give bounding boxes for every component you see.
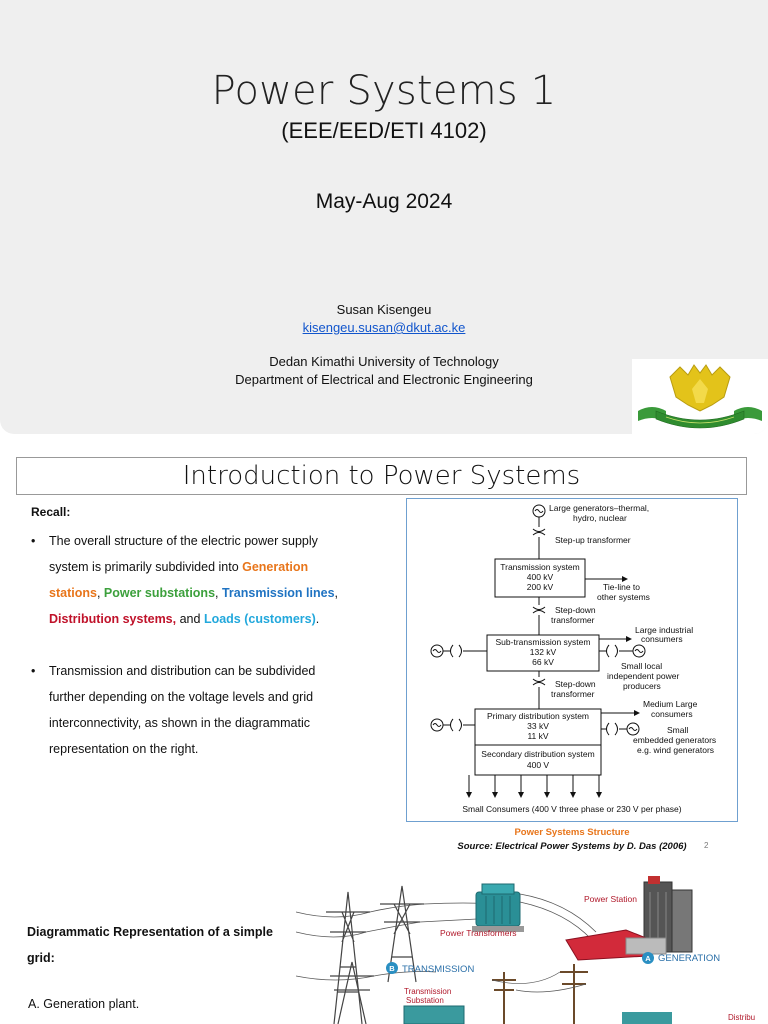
- course-term: May-Aug 2024: [315, 190, 453, 213]
- bullet-list: The overall structure of the electric po…: [31, 528, 351, 788]
- emb-3: e.g. wind generators: [637, 745, 714, 755]
- transformer-icon: [532, 528, 546, 536]
- bullet-text-prefix: The overall structure of the electric po…: [49, 534, 318, 574]
- transmission-badge-icon: [386, 962, 398, 974]
- distribution-substation-icon: [622, 1012, 672, 1024]
- transformer-icon: [532, 678, 546, 686]
- distribution-label: Distribu: [728, 1013, 755, 1022]
- stepdown2-label-1: Step-down: [555, 679, 596, 689]
- generation-badge: A: [645, 954, 651, 963]
- term-substations: Power substations: [103, 586, 216, 600]
- university-logo: [632, 359, 768, 434]
- power-station-label: Power Station: [584, 894, 637, 904]
- transmission-tower-icon: [326, 891, 370, 1024]
- ipp-3: producers: [623, 681, 661, 691]
- recall-label: Recall:: [31, 505, 71, 519]
- small-consumers: Small Consumers (400 V three phase or 23…: [462, 804, 681, 814]
- emb-2: embedded generators: [633, 735, 716, 745]
- separator: ,: [215, 586, 222, 600]
- title-slide: Power Systems 1 (EEE/EED/ETI 4102) May-A…: [0, 0, 768, 434]
- transformer-icon: [606, 722, 618, 736]
- generation-badge-icon: [642, 952, 654, 964]
- power-transformers-label: Power Transformers: [440, 928, 517, 938]
- separator: and: [176, 612, 204, 626]
- department-name: Department of Electrical and Electronic …: [235, 372, 533, 387]
- transmission-tower-icon: [330, 961, 374, 1024]
- transformer-icon: [450, 644, 462, 658]
- tie-label-2: other systems: [597, 592, 650, 602]
- transformer-icon: [606, 644, 618, 658]
- university-name: Dedan Kimathi University of Technology: [269, 354, 499, 369]
- diagram-source: Source: Electrical Power Systems by D. D…: [457, 841, 687, 852]
- ipp-2: independent power: [607, 671, 679, 681]
- med-2: consumers: [651, 709, 693, 719]
- utility-pole-icon: [492, 964, 588, 1024]
- sub-v2: 66 kV: [532, 657, 554, 667]
- sec-title: Secondary distribution system: [481, 749, 594, 759]
- grid-slide: Diagrammatic Representation of a simple …: [0, 872, 768, 1024]
- intro-title: Introduction to Power Systems: [16, 457, 747, 495]
- transformer-icon: [532, 606, 546, 614]
- term-generation: Generation stations: [49, 560, 309, 600]
- slide-title: Power Systems 1: [211, 68, 557, 114]
- power-station-icon: [565, 876, 693, 961]
- separator: ,: [96, 586, 104, 600]
- ipp-1: Small local: [621, 661, 662, 671]
- stepdown2-label-2: transformer: [551, 689, 595, 699]
- page-number: 2: [704, 841, 709, 850]
- power-transformer-icon: [475, 891, 521, 927]
- bullet-structure: The overall structure of the electric po…: [31, 528, 351, 632]
- trans-sub-label-2: Substation: [406, 996, 444, 1005]
- tie-label-1: Tie-line to: [603, 582, 640, 592]
- generator-icon: [626, 722, 640, 736]
- bullet-subdivision: Transmission and distribution can be sub…: [31, 658, 351, 762]
- transmission-label: TRANSMISSION: [402, 964, 474, 975]
- course-code: (EEE/EED/ETI 4102): [281, 118, 487, 143]
- sec-v: 400 V: [527, 760, 550, 770]
- large-ind-1: Large industrial: [635, 625, 693, 635]
- transmission-tower-icon: [380, 885, 424, 983]
- transformer-icon: [450, 718, 462, 732]
- sub-title: Sub-transmission system: [496, 637, 591, 647]
- stepdown1-label-1: Step-down: [555, 605, 596, 615]
- gen-label-1: Large generators–thermal,: [549, 503, 649, 513]
- separator: ,: [334, 586, 339, 600]
- author-email-link[interactable]: kisengeu.susan@dkut.ac.ke: [302, 320, 466, 335]
- diagram-caption: Power Systems Structure: [514, 827, 630, 838]
- intro-slide: Introduction to Power Systems Recall: Th…: [0, 450, 768, 870]
- gen-label-2: hydro, nuclear: [573, 513, 627, 523]
- substation-icon: [403, 1005, 465, 1024]
- term-transmission: Transmission lines: [221, 586, 335, 600]
- generation-label: GENERATION: [658, 953, 720, 964]
- generator-icon: [632, 644, 646, 658]
- large-ind-2: consumers: [641, 634, 683, 644]
- pri-title: Primary distribution system: [487, 711, 589, 721]
- trans-sub-label-1: Transmission: [404, 987, 451, 996]
- stepup-label: Step-up transformer: [555, 535, 631, 545]
- grid-item-a: A. Generation plant.: [28, 997, 140, 1011]
- term-distribution: Distribution systems,: [49, 612, 177, 626]
- med-1: Medium Large: [643, 699, 698, 709]
- transmission-badge: B: [389, 964, 395, 973]
- bullet-text-suffix: .: [315, 612, 320, 626]
- tx-v1: 400 kV: [527, 572, 554, 582]
- power-structure-diagram: Large generators–thermal, hydro, nuclear…: [406, 498, 738, 822]
- sub-v1: 132 kV: [530, 647, 557, 657]
- grid-heading: Diagrammatic Representation of a simple …: [27, 925, 273, 965]
- author-name: Susan Kisengeu: [336, 302, 432, 317]
- tx-title: Transmission system: [500, 562, 580, 572]
- pri-v1: 33 kV: [527, 721, 549, 731]
- term-loads: Loads (customers): [203, 612, 316, 626]
- grid-illustration: Power Transformers Power Station A GENER…: [295, 872, 768, 1024]
- stepdown1-label-2: transformer: [551, 615, 595, 625]
- pri-v2: 11 kV: [527, 731, 548, 741]
- emb-1: Small: [667, 725, 688, 735]
- tx-v2: 200 kV: [527, 582, 554, 592]
